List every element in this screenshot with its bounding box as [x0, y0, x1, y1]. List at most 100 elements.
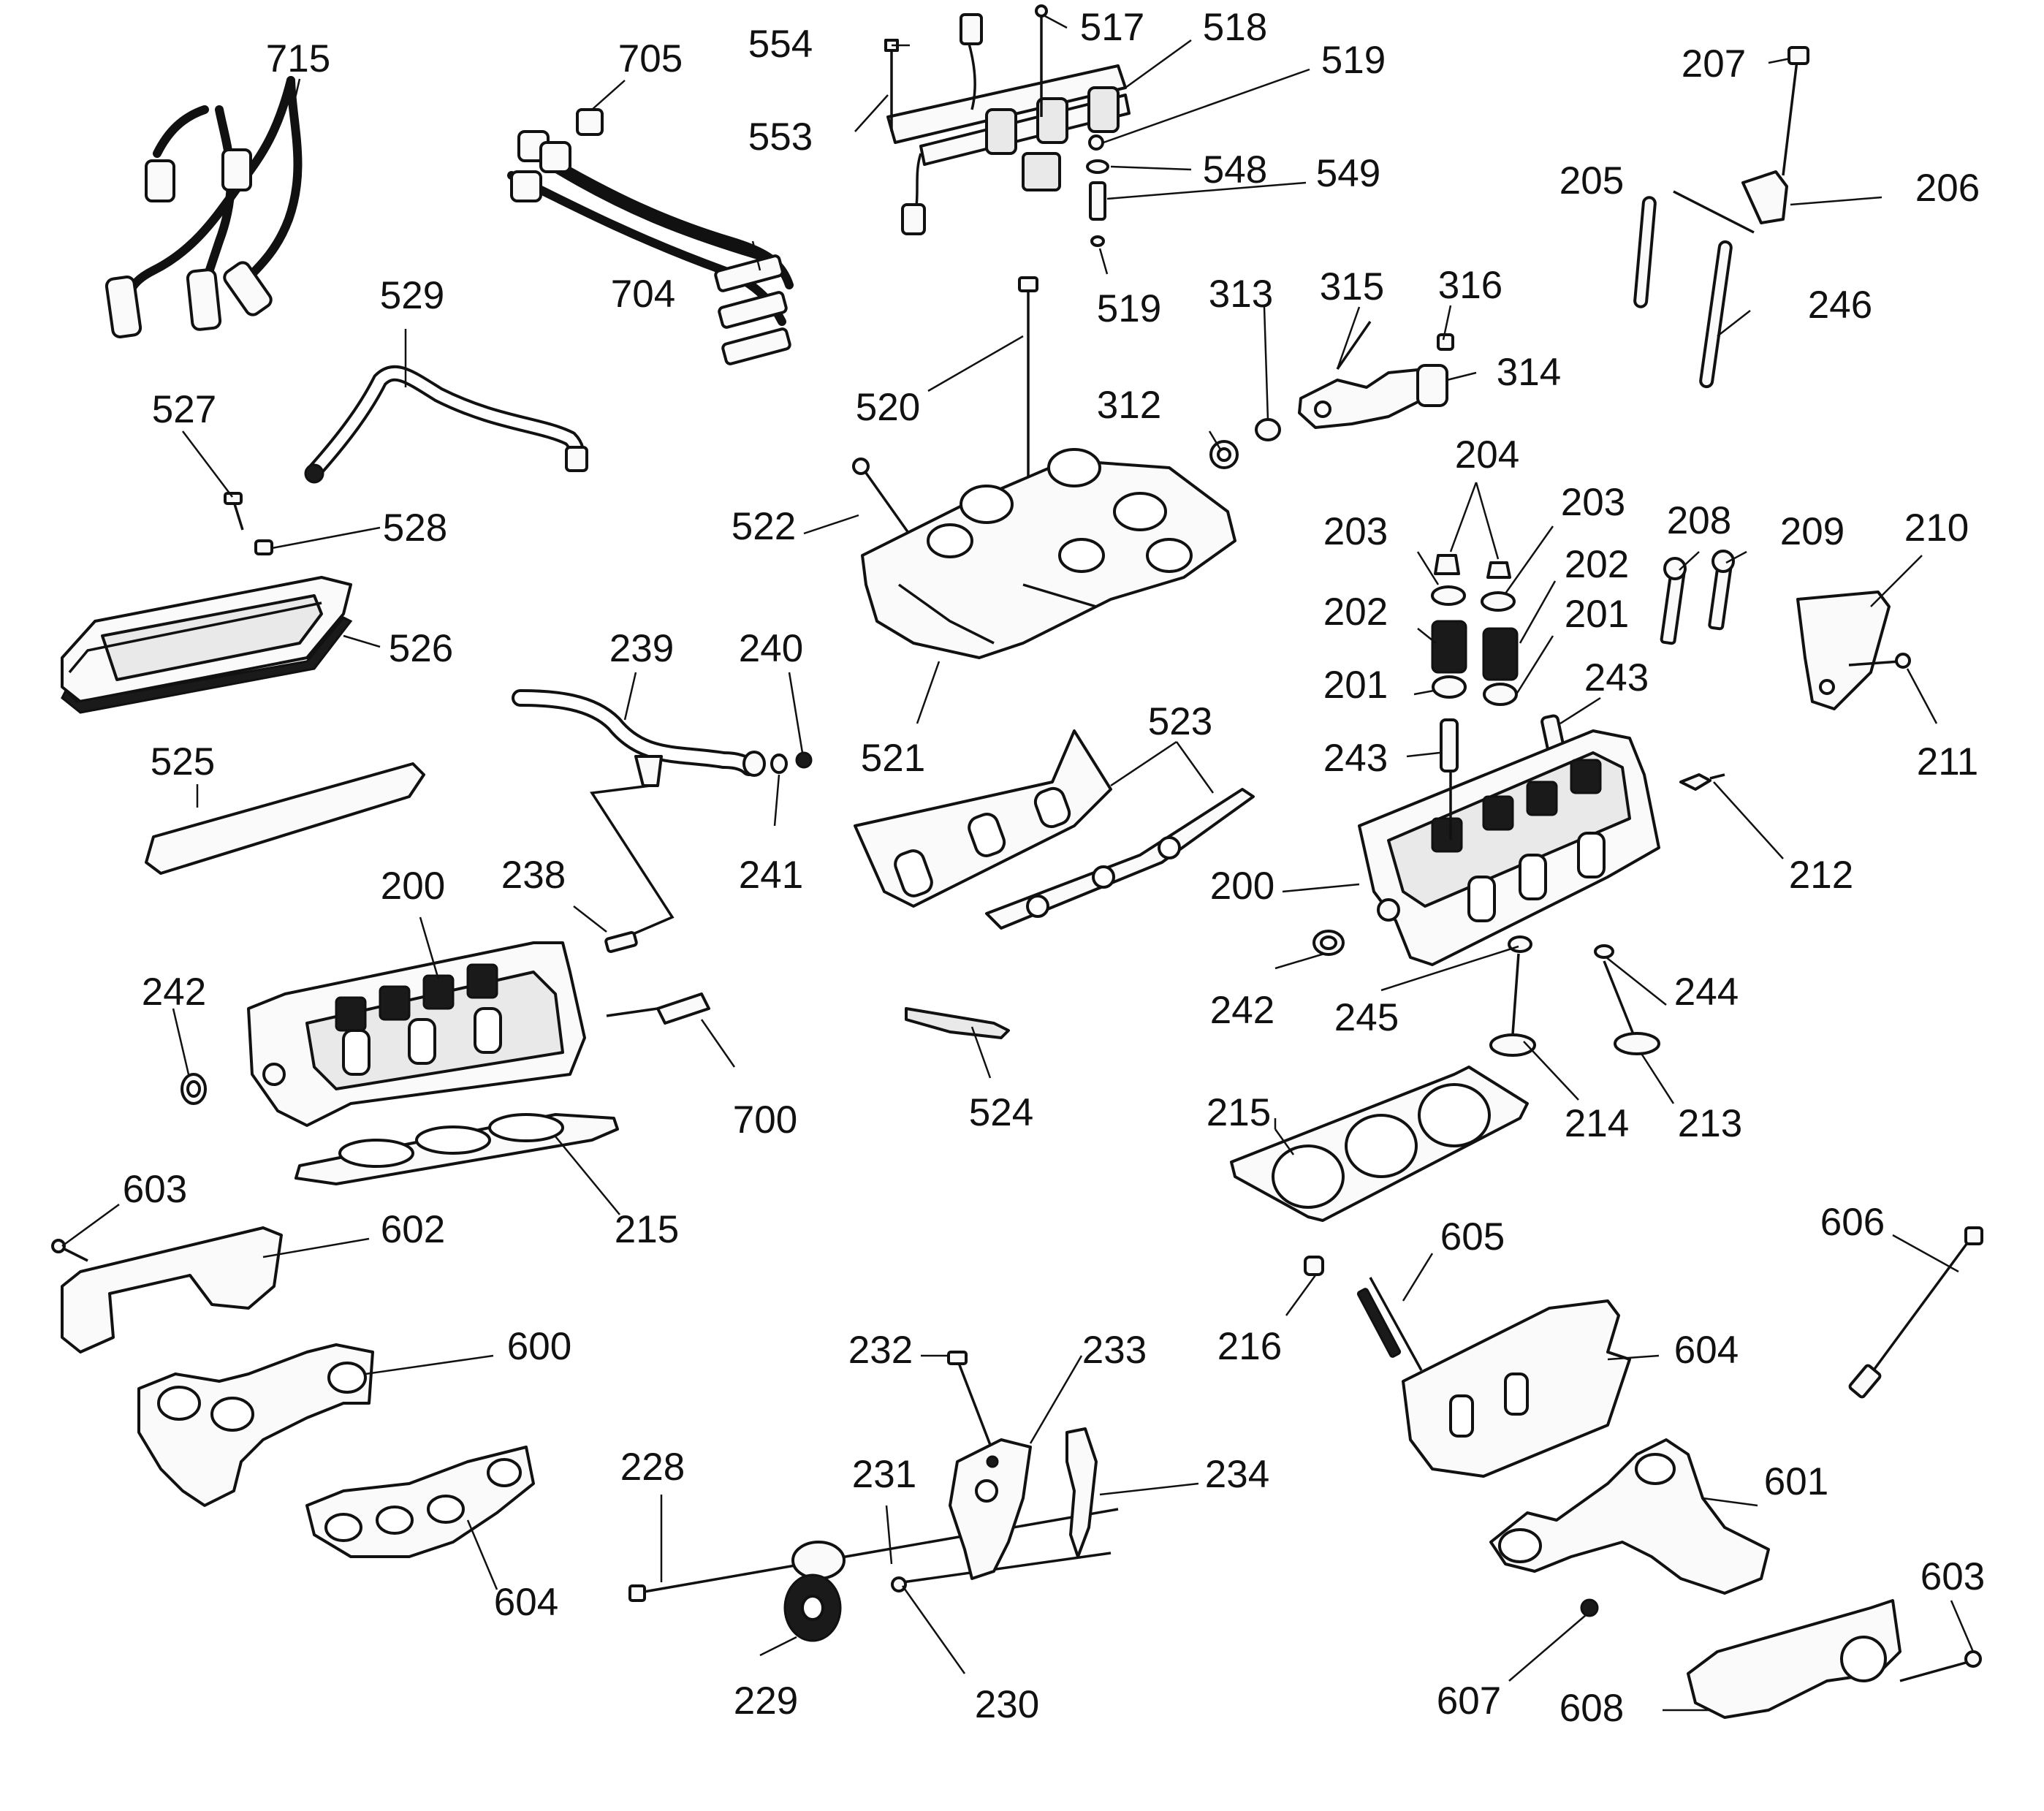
callout-205: 205 — [1559, 159, 1624, 202]
callout-549: 549 — [1316, 152, 1380, 195]
callout-604-left: 604 — [494, 1581, 558, 1624]
part-521-intake-manifold — [852, 276, 1236, 659]
callout-607: 607 — [1437, 1679, 1501, 1723]
callout-526: 526 — [389, 627, 453, 670]
part-water-outlet — [1209, 321, 1454, 469]
callout-204: 204 — [1455, 433, 1519, 477]
callout-234: 234 — [1205, 1453, 1269, 1496]
callout-244: 244 — [1674, 971, 1739, 1014]
part-valve-springs — [1431, 554, 1567, 772]
callout-213: 213 — [1678, 1102, 1742, 1145]
part-601-exhaust-manifold — [1489, 1438, 1770, 1617]
callout-215-left: 215 — [615, 1208, 679, 1251]
callout-527: 527 — [152, 388, 216, 431]
callout-600: 600 — [507, 1325, 571, 1368]
callout-604-right: 604 — [1674, 1329, 1739, 1372]
callout-528: 528 — [383, 506, 447, 550]
callout-608: 608 — [1559, 1687, 1624, 1730]
callout-518: 518 — [1203, 6, 1267, 49]
callout-517: 517 — [1080, 6, 1144, 49]
part-bracket-bolts — [1660, 550, 1911, 710]
callout-239: 239 — [609, 627, 674, 670]
callout-523: 523 — [1148, 700, 1212, 743]
callout-316: 316 — [1438, 264, 1502, 307]
callout-313: 313 — [1209, 273, 1273, 316]
callout-243-right: 243 — [1584, 656, 1649, 699]
callout-519-top: 519 — [1321, 39, 1386, 82]
part-604-gasket-left — [305, 1446, 535, 1558]
callout-246: 246 — [1808, 284, 1872, 327]
callout-labels: 715 705 704 554 553 517 518 519 548 549 … — [123, 6, 1985, 1730]
callout-203-left: 203 — [1323, 510, 1388, 553]
part-600-exhaust-manifold — [137, 1343, 374, 1507]
callout-519-bottom: 519 — [1097, 287, 1161, 330]
callout-715: 715 — [266, 37, 330, 80]
callout-212: 212 — [1789, 854, 1853, 897]
callout-700: 700 — [733, 1098, 797, 1142]
callout-524: 524 — [969, 1091, 1033, 1134]
callout-231: 231 — [852, 1453, 916, 1496]
callout-211: 211 — [1917, 740, 1979, 783]
part-526-valve-cover — [61, 576, 353, 714]
part-524 — [905, 1007, 1010, 1039]
callout-243-left: 243 — [1323, 737, 1388, 780]
part-605-604-right — [1356, 1277, 1631, 1478]
part-715-spark-plug-wires — [105, 76, 303, 338]
callout-240: 240 — [739, 627, 803, 670]
callout-242-left: 242 — [142, 971, 206, 1014]
part-704-injector-harness — [507, 108, 794, 365]
callout-315: 315 — [1320, 265, 1384, 308]
callout-605: 605 — [1440, 1215, 1505, 1258]
callout-209: 209 — [1780, 510, 1844, 553]
callout-521: 521 — [861, 737, 925, 780]
callout-202-right: 202 — [1565, 543, 1629, 586]
callout-554: 554 — [748, 23, 813, 66]
part-518-fuel-rail — [884, 4, 1131, 247]
callout-230: 230 — [975, 1683, 1039, 1726]
callout-238: 238 — [501, 854, 566, 897]
callout-241: 241 — [739, 854, 803, 897]
part-527-528-fasteners — [224, 492, 273, 555]
callout-215-right: 215 — [1207, 1091, 1271, 1134]
callout-553: 553 — [748, 115, 813, 159]
callout-548: 548 — [1203, 148, 1267, 191]
leader-lines — [61, 15, 1975, 1712]
callout-245: 245 — [1334, 996, 1399, 1039]
part-accessory-bracket — [628, 1351, 1119, 1642]
callout-233: 233 — [1082, 1329, 1147, 1372]
callout-200-left: 200 — [381, 865, 445, 908]
callout-606: 606 — [1820, 1201, 1885, 1244]
callout-214: 214 — [1565, 1102, 1629, 1145]
callout-208: 208 — [1667, 499, 1731, 542]
part-239-coolant-pipe — [512, 689, 813, 953]
callout-206: 206 — [1915, 167, 1980, 210]
callout-216: 216 — [1217, 1325, 1282, 1368]
callout-200-right: 200 — [1210, 865, 1274, 908]
callout-522: 522 — [732, 505, 796, 548]
callout-232: 232 — [848, 1329, 913, 1372]
callout-603-left: 603 — [123, 1168, 187, 1211]
callout-705: 705 — [618, 37, 683, 80]
part-rocker-pushrods — [1633, 46, 1809, 389]
callout-203-right: 203 — [1561, 481, 1625, 524]
callout-242-right: 242 — [1210, 989, 1274, 1032]
callout-520: 520 — [856, 386, 920, 429]
part-200-cylinder-head-left — [181, 941, 710, 1127]
part-525-gasket — [145, 762, 425, 875]
part-215-head-gasket-right — [1230, 1066, 1529, 1276]
callout-201-right: 201 — [1565, 593, 1629, 636]
part-523-gaskets — [854, 729, 1255, 930]
callout-207: 207 — [1682, 42, 1746, 86]
callout-704: 704 — [611, 273, 675, 316]
callout-314: 314 — [1497, 351, 1561, 394]
callout-201-left: 201 — [1323, 664, 1388, 707]
part-215-head-gasket-left — [295, 1113, 619, 1185]
callout-603-right: 603 — [1920, 1555, 1985, 1598]
callout-210: 210 — [1904, 506, 1969, 550]
part-608-heat-shield — [1687, 1599, 1982, 1719]
callout-229: 229 — [734, 1679, 798, 1723]
callout-312: 312 — [1097, 384, 1161, 427]
callout-202-left: 202 — [1323, 591, 1388, 634]
callout-601: 601 — [1764, 1460, 1828, 1503]
callout-529: 529 — [380, 274, 444, 317]
